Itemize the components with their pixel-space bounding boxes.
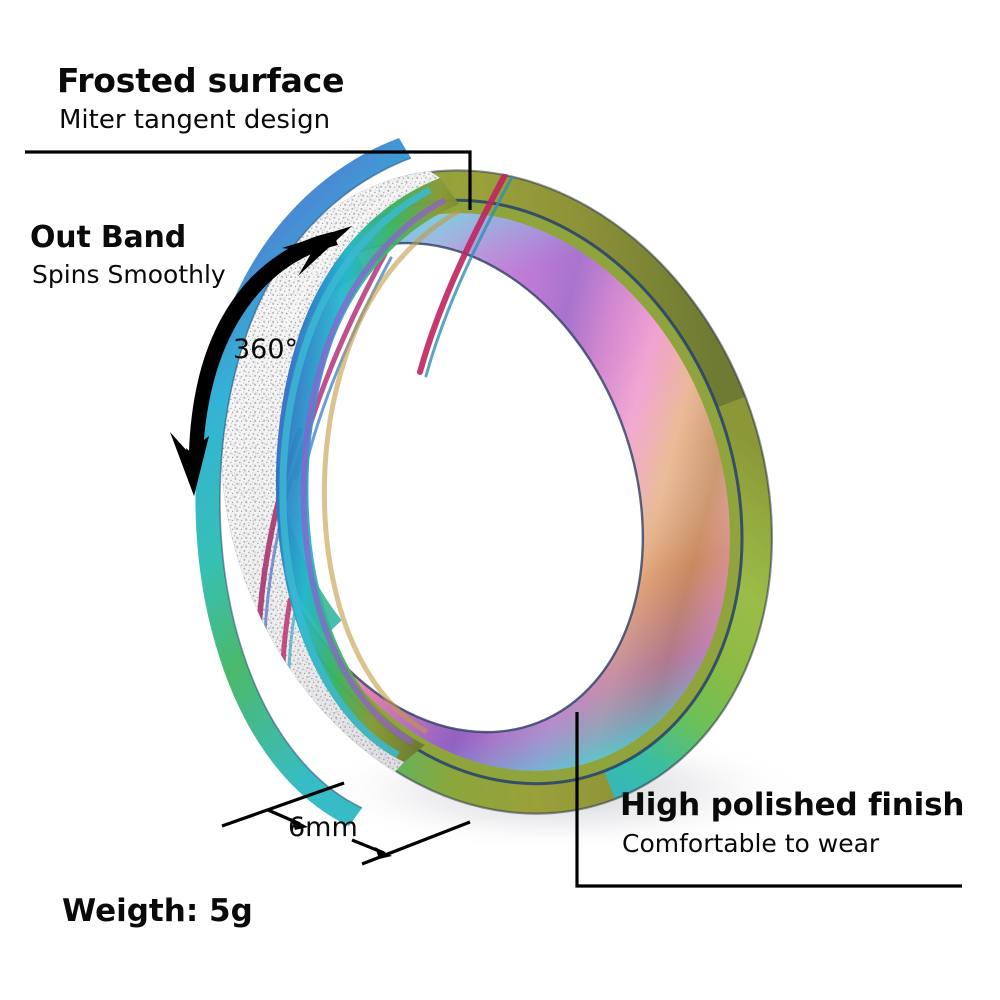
out-band-headline: Out Band <box>30 220 186 255</box>
callout-out-band: Out Band Spins Smoothly <box>30 220 226 290</box>
outer-left-rim <box>195 138 411 826</box>
out-band-subline: Spins Smoothly <box>32 260 226 289</box>
frosted-band <box>219 158 440 808</box>
spinner-groove <box>275 178 459 762</box>
width-dimension-label: 6mm <box>288 812 358 843</box>
miter-tangent-stripes <box>255 159 520 798</box>
rotation-degree-label: 360° <box>233 334 299 365</box>
polished-subline: Comfortable to wear <box>622 829 880 858</box>
callout-frosted-surface: Frosted surface Miter tangent design <box>57 62 344 136</box>
weight-label: Weigth: 5g <box>62 893 253 929</box>
polished-bore <box>264 213 730 771</box>
leader-polished <box>575 712 962 888</box>
frosted-headline: Frosted surface <box>57 61 345 100</box>
ring-shadow <box>310 728 810 852</box>
dimension-6mm-icon <box>221 781 471 866</box>
rotation-arrow-icon <box>170 226 352 496</box>
ring-opening <box>251 243 643 733</box>
polished-headline: High polished finish <box>620 787 965 823</box>
callout-high-polished-finish: High polished finish Comfortable to wear <box>620 786 964 859</box>
leader-frosted <box>25 150 472 210</box>
frosted-subline: Miter tangent design <box>59 105 331 135</box>
